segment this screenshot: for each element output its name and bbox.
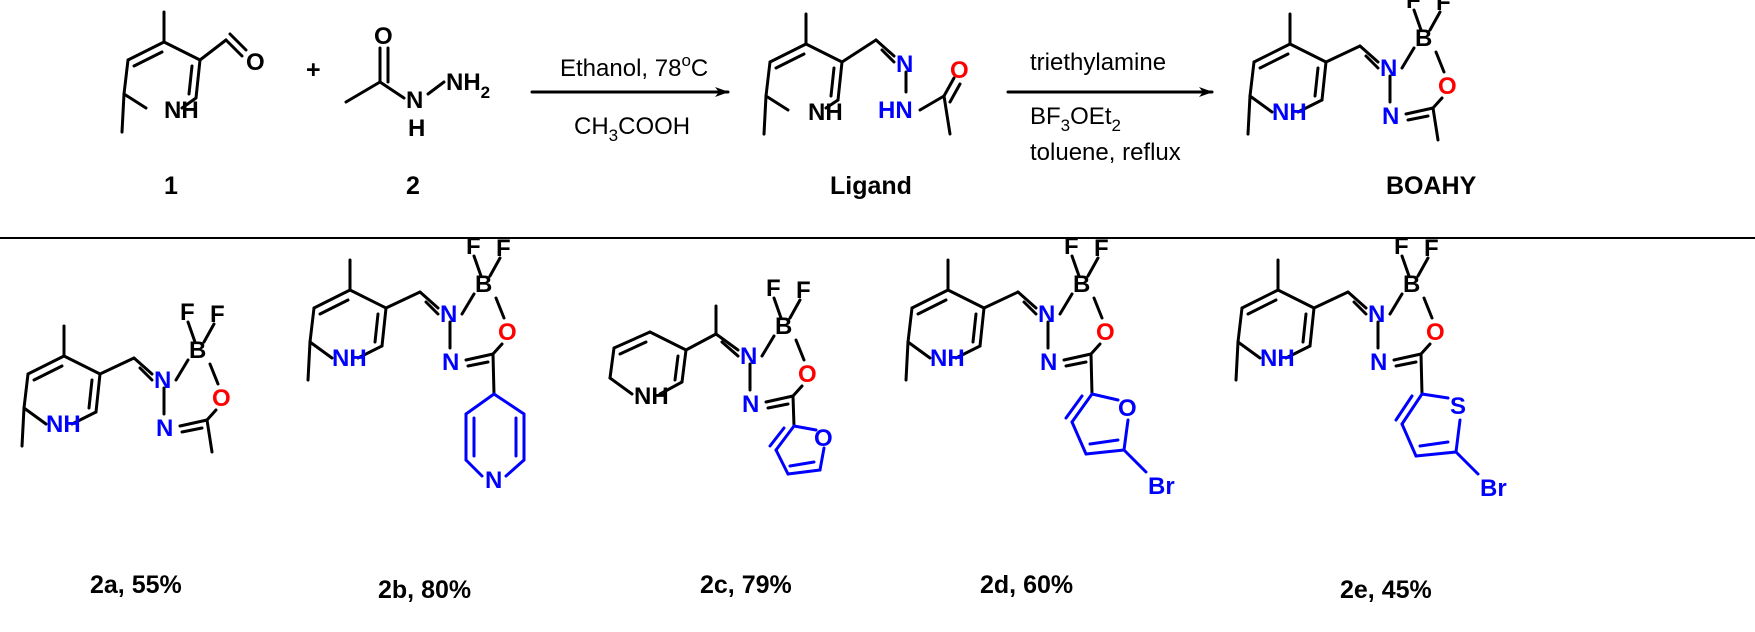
br-atom: Br xyxy=(1480,475,1507,502)
product-2c-label: 2c, 79% xyxy=(700,571,792,599)
product-2e-label: 2e, 45% xyxy=(1340,576,1432,604)
step1-conditions-bottom: CH3COOH xyxy=(574,113,690,145)
furan-o-atom: O xyxy=(1118,395,1137,422)
n-atom: N xyxy=(740,343,757,370)
reaction-row: NH O 1 + O N H NH2 2 Ethanol, 78oC CH3CO… xyxy=(120,0,1477,200)
step2-conditions-solvent: toluene, reflux xyxy=(1030,139,1181,166)
br-atom: Br xyxy=(1148,473,1175,500)
ligand: NH N HN O xyxy=(762,12,969,136)
furan-o-atom: O xyxy=(814,425,833,452)
plus-sign: + xyxy=(306,56,321,84)
b-atom: B xyxy=(775,313,792,340)
hn-atom: HN xyxy=(878,97,913,124)
ligand-label: Ligand xyxy=(830,172,912,200)
f-atom: F xyxy=(796,277,811,304)
boahy-label: BOAHY xyxy=(1386,172,1477,200)
n-atom: N xyxy=(896,51,913,78)
product-2b-label: 2b, 80% xyxy=(378,576,471,604)
nh-atom: NH xyxy=(164,97,199,124)
o-atom: O xyxy=(246,49,265,76)
bromothienyl-substituent: S Br xyxy=(1394,392,1507,502)
product-2b: N xyxy=(306,231,526,494)
step1-conditions-top: Ethanol, 78oC xyxy=(560,51,708,82)
product-2d: O Br xyxy=(904,231,1175,500)
nh-atom: NH xyxy=(808,99,843,126)
nh-atom: NH xyxy=(634,383,669,410)
furyl-substituent: O xyxy=(768,394,833,476)
o-atom: O xyxy=(950,57,969,84)
o-atom: O xyxy=(374,23,393,50)
compound-1-label: 1 xyxy=(164,172,178,200)
bromofuryl-substituent: O Br xyxy=(1064,392,1175,500)
pyridyl-substituent: N xyxy=(464,392,526,494)
step2-conditions-base: triethylamine xyxy=(1030,49,1166,76)
thiophene-s-atom: S xyxy=(1450,393,1466,420)
pyridine-n-atom: N xyxy=(485,467,502,494)
n-atom: N xyxy=(742,391,759,418)
compound-2: O N H NH2 xyxy=(344,23,490,142)
products-row: 2a, 55% N 2b, 80% xyxy=(20,231,1507,604)
nh2-atom: NH2 xyxy=(446,69,490,102)
n-atom: N xyxy=(406,87,423,114)
compound-2-label: 2 xyxy=(406,172,420,200)
f-atom: F xyxy=(766,275,781,302)
o-atom: O xyxy=(798,361,817,388)
compound-1: NH O xyxy=(120,10,265,134)
h-atom: H xyxy=(408,115,425,142)
product-2a xyxy=(20,297,233,454)
boahy-structure xyxy=(1246,0,1459,142)
product-2d-label: 2d, 60% xyxy=(980,571,1073,599)
product-2e: S Br xyxy=(1234,231,1507,502)
product-2a-label: 2a, 55% xyxy=(90,571,182,599)
product-2c: NH N N B O F F O xyxy=(608,275,833,476)
step2-conditions-reagent: BF3OEt2 xyxy=(1030,103,1121,135)
